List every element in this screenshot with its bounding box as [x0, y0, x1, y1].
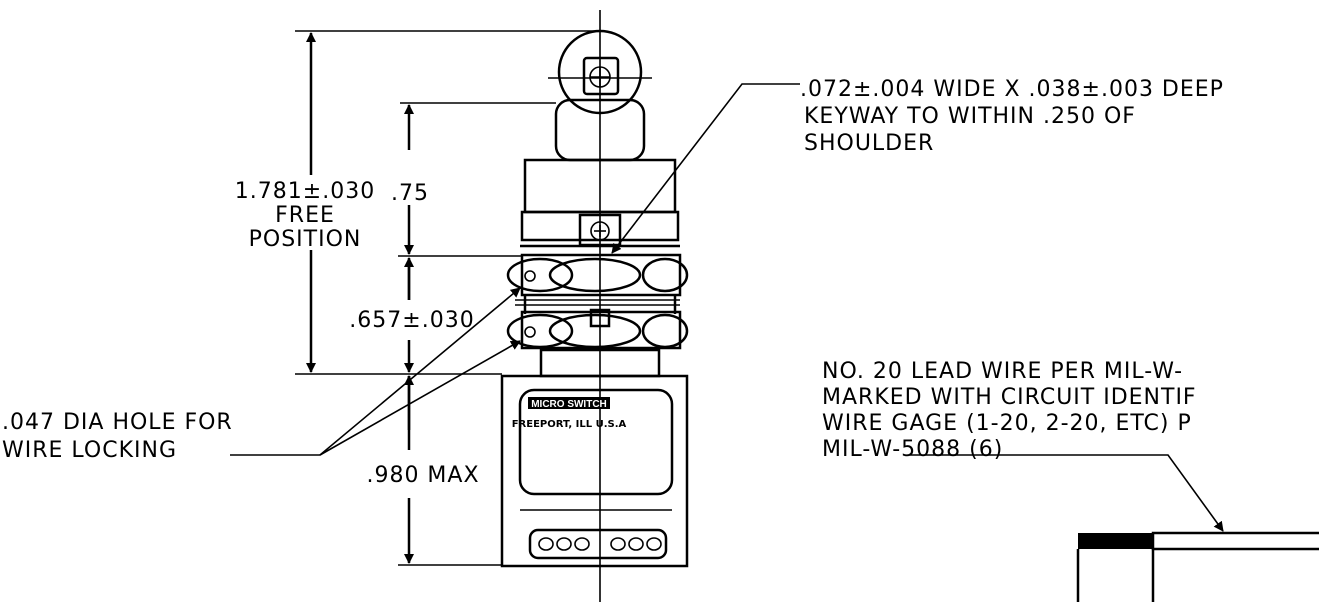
note-leadwire-line4: MIL-W-5088 (6)	[822, 437, 1003, 462]
note-lockwire-line1: .047 DIA HOLE FOR	[2, 410, 233, 435]
lead-wire	[1076, 531, 1319, 602]
notes: .072±.004 WIDE X .038±.003 DEEP KEYWAY T…	[2, 77, 1224, 463]
note-keyway-line1: .072±.004 WIDE X .038±.003 DEEP	[800, 77, 1224, 102]
note-leadwire-line1: NO. 20 LEAD WIRE PER MIL-W-	[822, 359, 1183, 384]
dim-housing: .980 MAX	[366, 463, 479, 488]
note-lockwire-line2: WIRE LOCKING	[2, 438, 177, 463]
note-leadwire-line2: MARKED WITH CIRCUIT IDENTIF	[822, 385, 1197, 410]
dim-body-offset: .657±.030	[349, 308, 474, 333]
plunger-body	[520, 98, 680, 248]
extension-lines	[295, 30, 600, 566]
upper-jam-nut	[506, 253, 689, 297]
dim-overall-line3: POSITION	[249, 227, 362, 252]
dim-overall-line2: FREE	[275, 203, 335, 228]
dimension-lines	[306, 32, 414, 564]
dim-actuator: .75	[391, 181, 429, 206]
note-keyway-line3: SHOULDER	[804, 131, 934, 156]
note-keyway-line2: KEYWAY TO WITHIN .250 OF	[804, 104, 1136, 129]
switch-housing: MICRO SWITCH FREEPORT, ILL U.S.A	[500, 374, 689, 568]
dimension-labels: 1.781±.030 FREE POSITION .75 .657±.030 .…	[235, 179, 479, 488]
lower-jam-nut	[506, 308, 689, 350]
label-brand: MICRO SWITCH	[531, 399, 607, 410]
note-leadwire-line3: WIRE GAGE (1-20, 2-20, ETC) P	[822, 411, 1192, 436]
leader-lines	[230, 83, 1224, 532]
label-origin: FREEPORT, ILL U.S.A	[512, 419, 627, 430]
dim-overall-value: 1.781±.030	[235, 179, 375, 204]
